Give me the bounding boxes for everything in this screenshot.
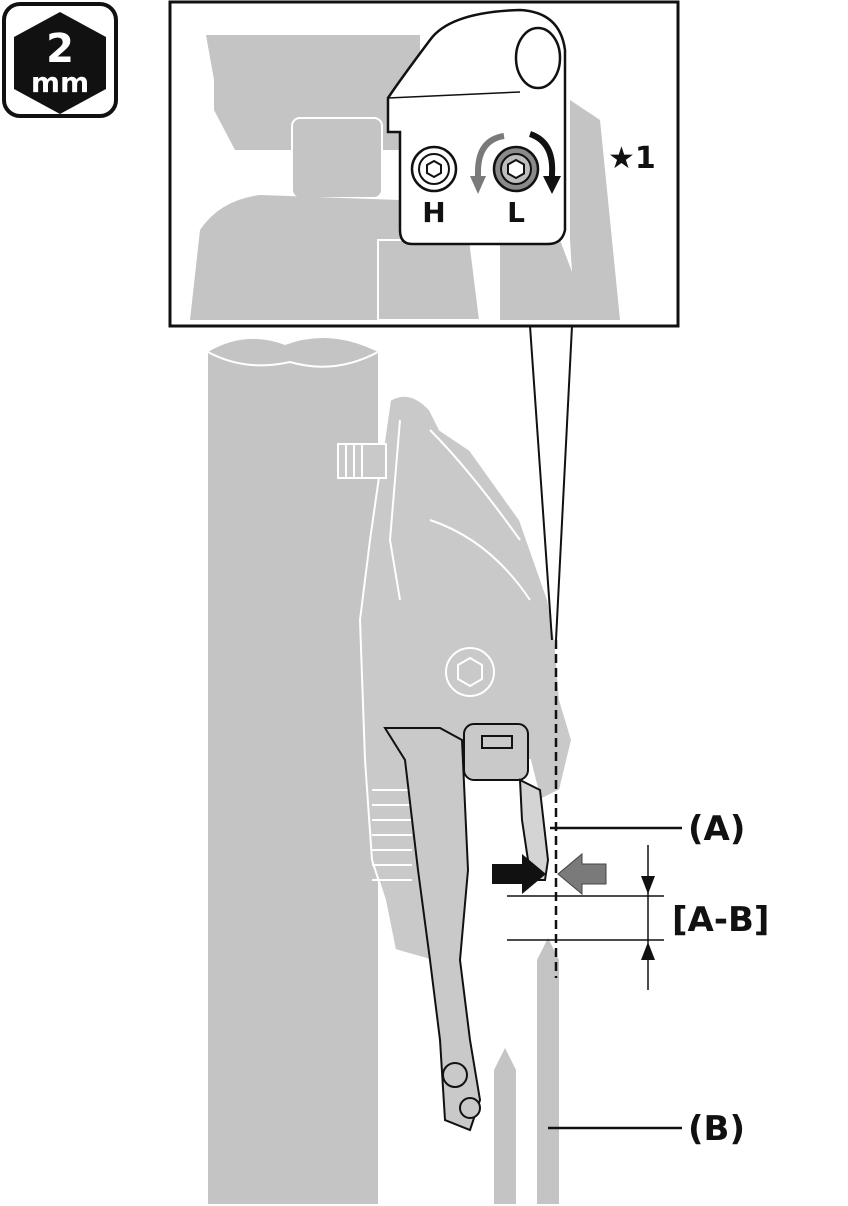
tool-size-value: 2 bbox=[46, 26, 74, 72]
tool-badge: 2 mm bbox=[2, 2, 118, 118]
gap-arrows bbox=[492, 852, 607, 896]
label-a-minus-b: [A-B] bbox=[672, 900, 769, 940]
tool-size-unit: mm bbox=[31, 66, 89, 99]
hex-key-icon bbox=[14, 12, 106, 114]
rotate-counterclockwise-icon bbox=[475, 133, 505, 180]
label-a: (A) bbox=[688, 809, 745, 849]
callout-zoom-lines bbox=[529, 325, 573, 641]
front-derailleur bbox=[337, 394, 574, 1132]
push-arrow-gray-icon bbox=[557, 852, 607, 896]
label-b: (B) bbox=[688, 1109, 745, 1149]
push-arrow-black-icon bbox=[492, 854, 546, 894]
seat-tube bbox=[207, 337, 379, 1204]
measurement-guides bbox=[507, 640, 682, 1130]
chainring-teeth bbox=[494, 938, 559, 1204]
note-mark: ★1 bbox=[608, 141, 656, 176]
screw-l-label: L bbox=[507, 196, 525, 229]
callout-box: H L ★1 bbox=[168, 0, 680, 328]
screw-h-label: H bbox=[422, 196, 445, 229]
rotate-clockwise-icon bbox=[528, 131, 556, 180]
